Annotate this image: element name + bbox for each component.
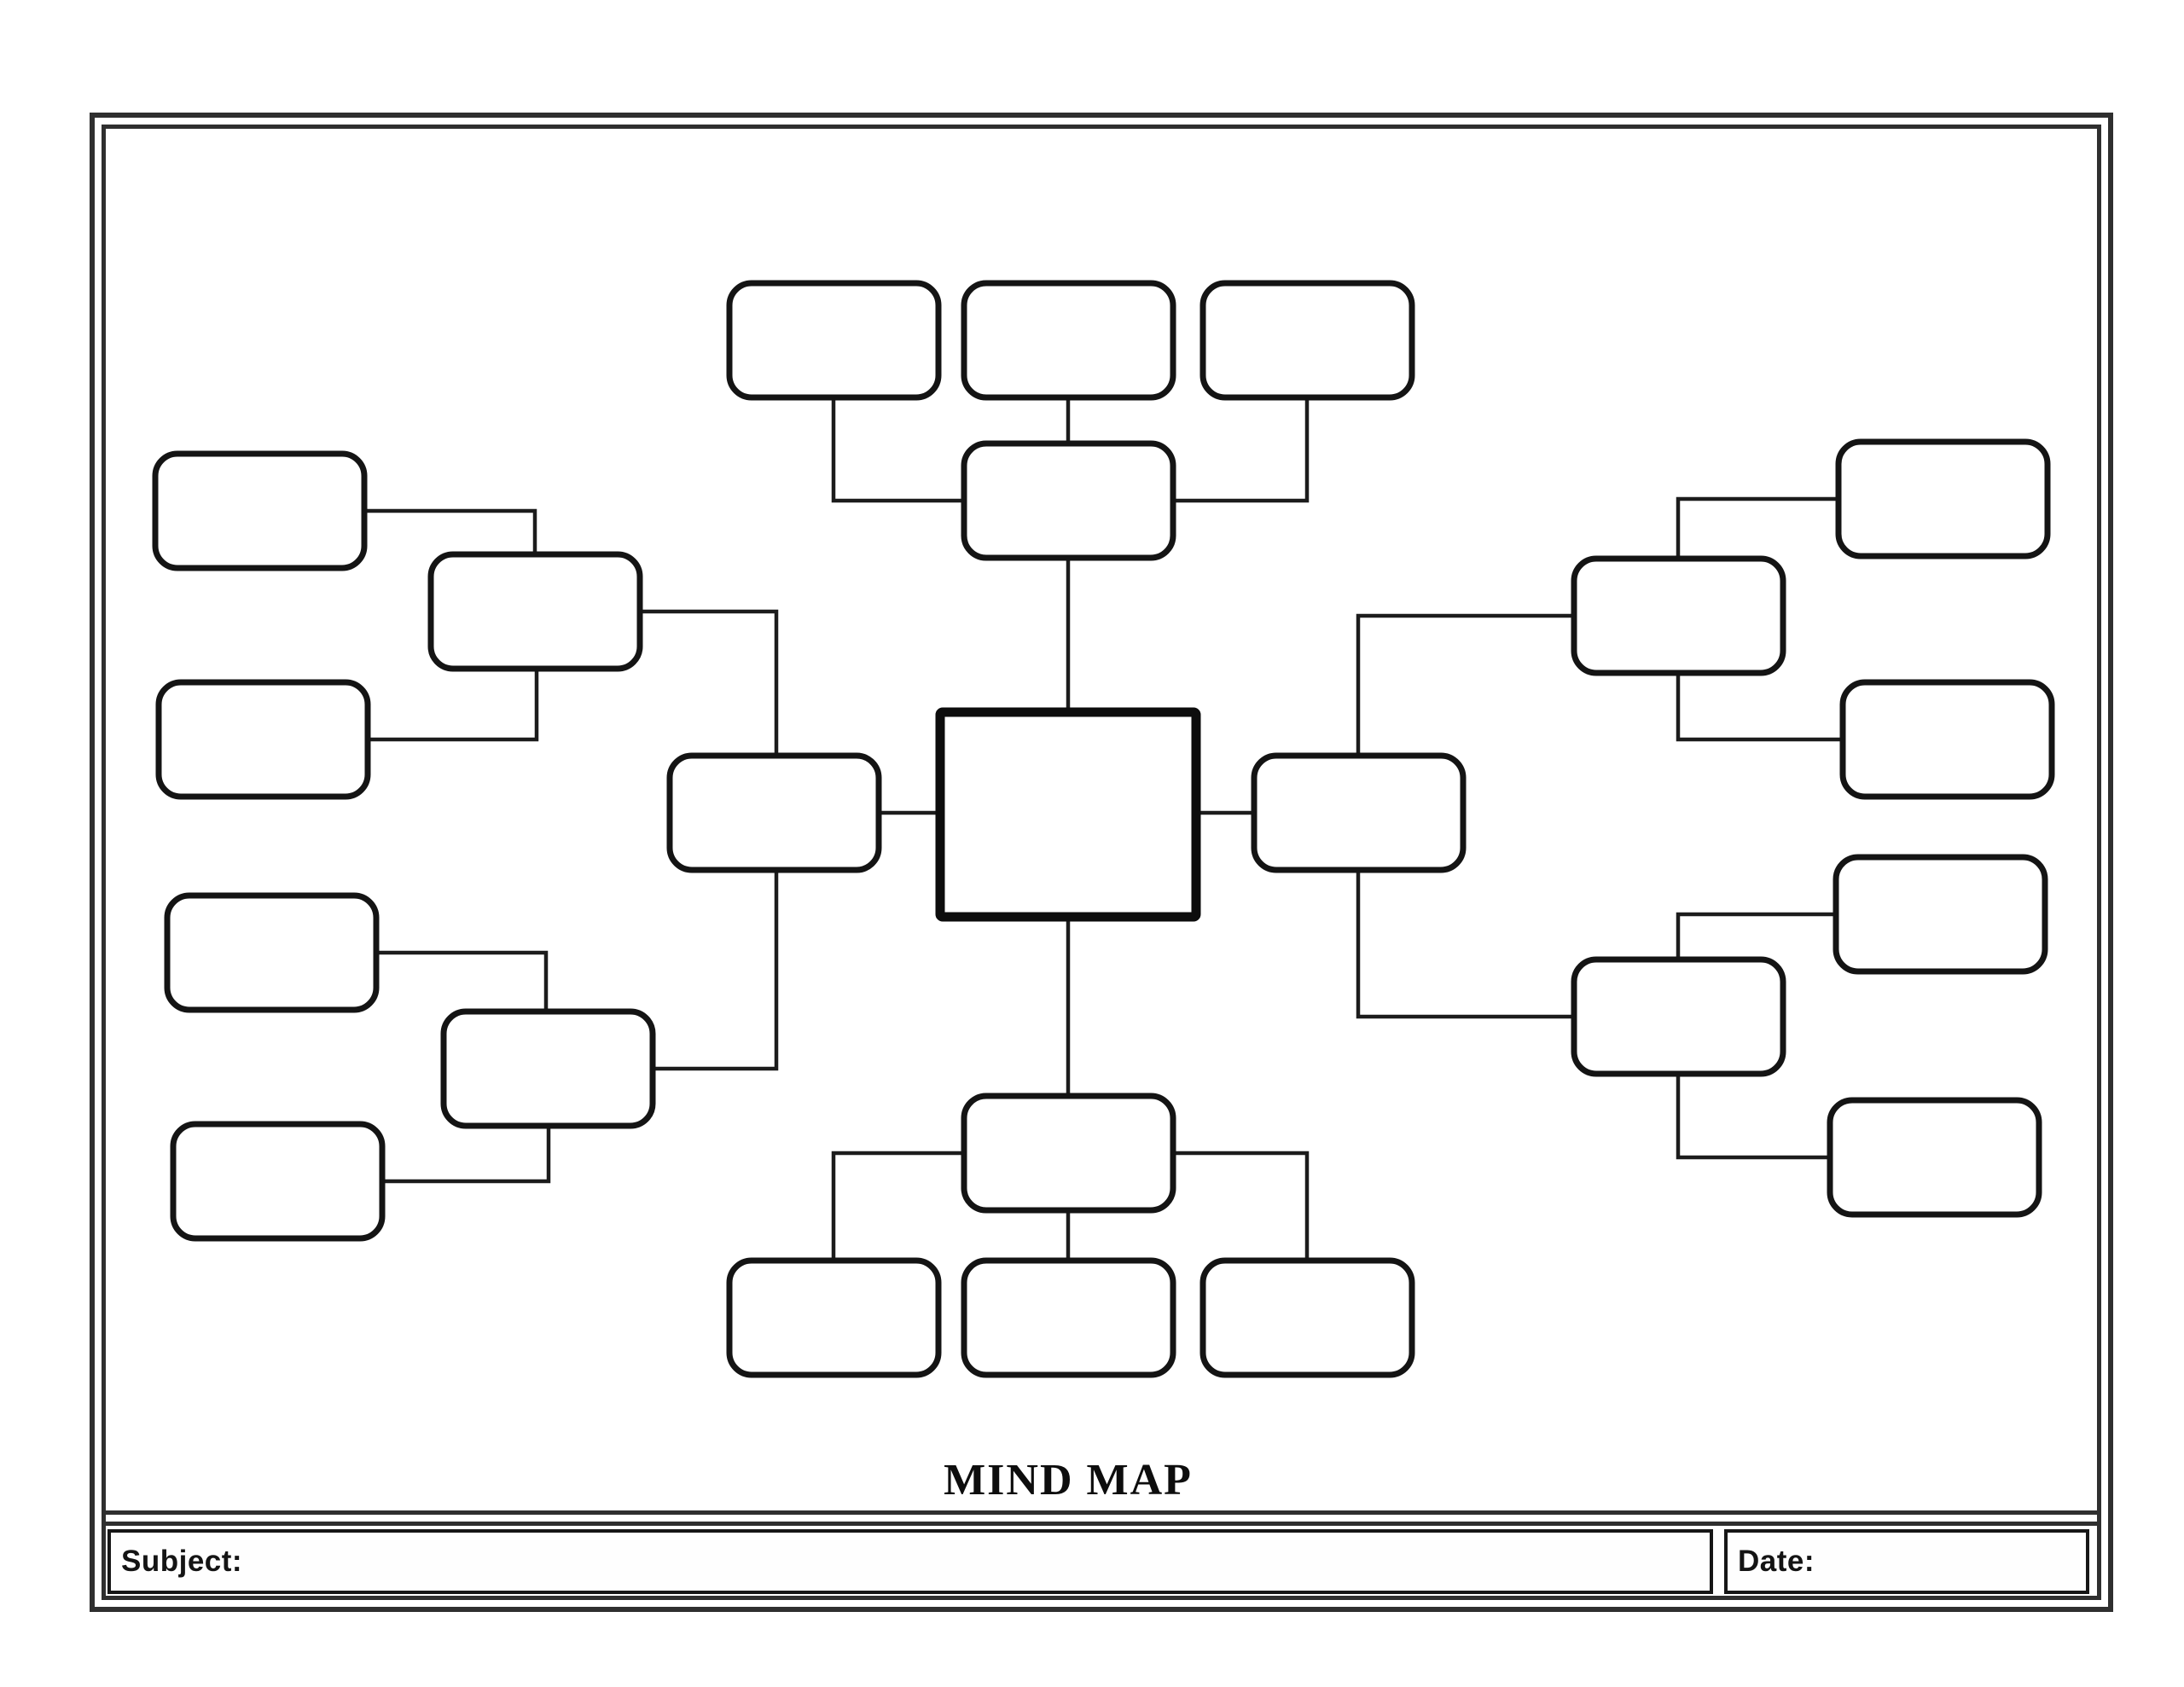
bottom-branch-2-box[interactable] xyxy=(961,1257,1176,1378)
bottom-branch-1-box[interactable] xyxy=(726,1257,942,1378)
bottom-branch-3-box[interactable] xyxy=(1199,1257,1415,1378)
upper-left-hub-box[interactable] xyxy=(427,551,643,672)
connector-ulhub-lefthub xyxy=(640,609,779,756)
connector-lrhub-lr1 xyxy=(1676,912,1836,959)
upper-left-cluster xyxy=(152,450,643,800)
top-branch-1-box[interactable] xyxy=(726,280,942,401)
connector-bottomhub-bottom1 xyxy=(831,1151,964,1261)
connectors xyxy=(364,397,1843,1261)
top-branch-2-box[interactable] xyxy=(961,280,1176,401)
page-title: MIND MAP xyxy=(944,1456,1193,1504)
connector-righthub-urhub xyxy=(1356,613,1574,756)
subject-field[interactable]: Subject: xyxy=(107,1529,1713,1594)
right-hub-box[interactable] xyxy=(1251,752,1467,873)
lower-right-cluster xyxy=(1571,854,2048,1218)
lower-right-hub-box[interactable] xyxy=(1571,956,1786,1077)
lower-right-branch-1-box[interactable] xyxy=(1833,854,2048,975)
connector-ul2-ulhub xyxy=(368,669,539,742)
upper-right-branch-1-box[interactable] xyxy=(1835,438,2051,559)
bottom-hub-box[interactable] xyxy=(961,1093,1176,1214)
lower-left-hub-box[interactable] xyxy=(440,1008,656,1129)
top-cluster xyxy=(726,280,1415,561)
upper-right-hub-box[interactable] xyxy=(1571,555,1786,676)
connector-ll1-llhub xyxy=(376,950,549,1012)
lower-left-branch-1-box[interactable] xyxy=(164,892,380,1013)
connector-top3-tophub xyxy=(1173,397,1310,503)
lower-left-branch-2-box[interactable] xyxy=(170,1121,386,1242)
left-hub-box[interactable] xyxy=(666,752,882,873)
connector-llhub-lefthub xyxy=(653,870,779,1071)
connector-urhub-ur2 xyxy=(1676,673,1843,742)
connector-urhub-ur1 xyxy=(1676,496,1838,559)
right-branch xyxy=(1251,752,1467,873)
date-field[interactable]: Date: xyxy=(1724,1529,2089,1594)
node-central xyxy=(935,707,1201,922)
upper-right-cluster xyxy=(1571,438,2055,800)
upper-right-branch-2-box[interactable] xyxy=(1839,679,2055,800)
connector-lrhub-lr2 xyxy=(1676,1074,1830,1160)
left-branch xyxy=(666,752,882,873)
connector-top1-tophub xyxy=(831,397,964,503)
top-branch-3-box[interactable] xyxy=(1199,280,1415,401)
connector-ul1-ulhub xyxy=(364,508,537,554)
upper-left-branch-1-box[interactable] xyxy=(152,450,368,571)
subject-label: Subject: xyxy=(121,1545,243,1578)
lower-right-branch-2-box[interactable] xyxy=(1827,1097,2042,1218)
date-label: Date: xyxy=(1738,1545,1815,1578)
upper-left-branch-2-box[interactable] xyxy=(155,679,371,800)
connector-righthub-lrhub xyxy=(1356,870,1574,1019)
central-topic-box[interactable] xyxy=(935,707,1201,922)
connector-bottomhub-bottom3 xyxy=(1173,1151,1310,1261)
connector-ll2-llhub xyxy=(382,1126,551,1184)
top-hub-box[interactable] xyxy=(961,440,1176,561)
lower-left-cluster xyxy=(164,892,656,1242)
bottom-cluster xyxy=(726,1093,1415,1378)
